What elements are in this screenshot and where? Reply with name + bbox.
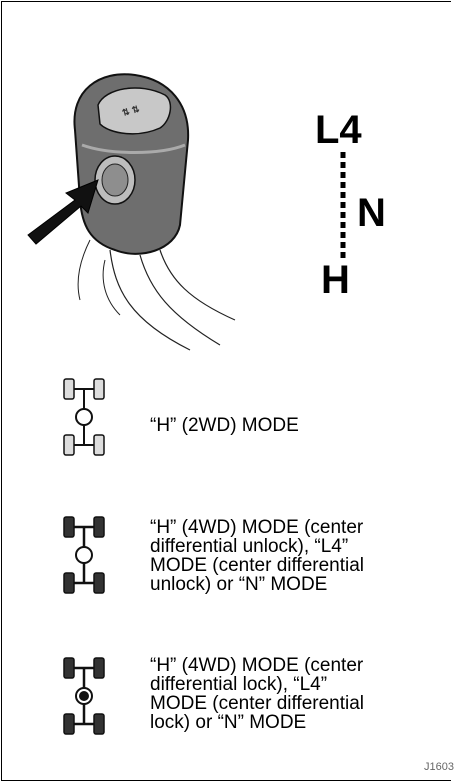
4wd-diff-unlock-drivetrain-icon [60,513,108,597]
pattern-gate-line [337,150,349,260]
shift-pattern: L4 N H [315,110,395,300]
2wd-drivetrain-icon [60,375,108,459]
figure-code: J1603 [424,761,454,773]
mode-text-4wd-unlock: “H” (4WD) MODE (center differential unlo… [150,518,364,594]
transfer-lever-illustration: ⇅ ⇅ [20,50,250,370]
pattern-label-bottom: H [321,260,350,300]
pattern-label-top: L4 [315,110,362,150]
mode-text-2wd: “H” (2WD) MODE [150,416,299,435]
mode-text-4wd-lock: “H” (4WD) MODE (center differential lock… [150,656,364,732]
4wd-diff-lock-drivetrain-icon [60,654,108,738]
pattern-label-middle: N [357,193,386,233]
